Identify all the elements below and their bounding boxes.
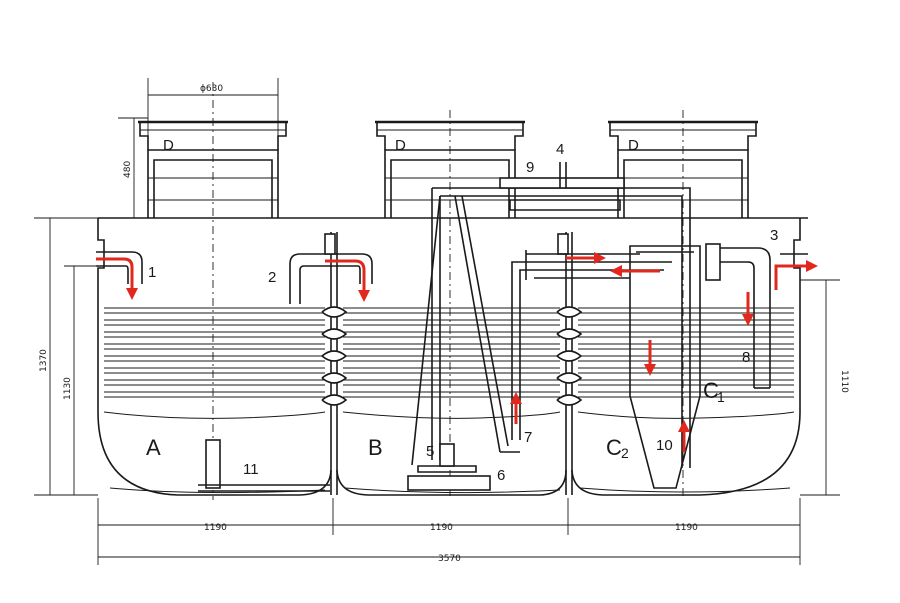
partition-bump: [556, 350, 583, 362]
dim-width-b: 1190: [430, 523, 453, 533]
chamber-label-c1: C: [703, 378, 719, 403]
partition-bump: [556, 328, 583, 340]
settler-cone: [629, 245, 701, 489]
blower-housing: [499, 162, 625, 211]
partition-bump: [321, 328, 348, 340]
partition-bumps: [321, 306, 583, 406]
dim-width-c: 1190: [675, 523, 698, 533]
callout-5: 5: [426, 443, 434, 460]
callout-8: 8: [742, 349, 750, 366]
dim-width-a: 1190: [204, 523, 227, 533]
transfer-pipe-ab: [289, 233, 569, 304]
callout-3: 3: [770, 227, 778, 244]
lid-label-left: D: [163, 137, 174, 154]
tank-body: [97, 217, 808, 496]
inlet-pipe: [96, 251, 143, 284]
partition-bump: [321, 372, 348, 384]
lid-label-middle: D: [395, 137, 406, 154]
dim-inlet-height: 1130: [63, 377, 73, 400]
chamber-label-c2-sub: 2: [621, 445, 629, 461]
dimension-lines: [34, 78, 840, 565]
airlift-tower: [411, 187, 691, 468]
dim-neck-diameter: ϕ630: [200, 84, 223, 94]
partition-bump: [556, 372, 583, 384]
dim-total-height: 1370: [39, 349, 49, 372]
partition-bump: [556, 306, 583, 318]
callout-1: 1: [148, 264, 156, 281]
chamber-label-c1-sub: 1: [717, 389, 725, 405]
sludge-pipe: [198, 439, 330, 492]
partition-bump: [321, 350, 348, 362]
callout-4: 4: [556, 141, 564, 158]
callout-9: 9: [526, 159, 534, 176]
callout-2: 2: [268, 269, 276, 286]
partition-bump: [321, 306, 348, 318]
chamber-label-a: A: [146, 435, 161, 460]
dim-total-length: 3570: [438, 554, 461, 564]
pipe-7: [511, 250, 672, 440]
tank-ribs: [104, 307, 794, 398]
callout-11: 11: [243, 461, 259, 478]
callout-10: 10: [656, 437, 673, 454]
diffuser-plate: [407, 443, 491, 491]
flow-arrows: [96, 252, 818, 452]
outlet-pipe: [705, 243, 808, 389]
partition-bump: [556, 394, 583, 406]
callout-7: 7: [524, 429, 532, 446]
chamber-label-b: B: [368, 435, 383, 460]
dim-neck-height: 480: [123, 161, 133, 178]
lid-label-right: D: [628, 137, 639, 154]
partition-bump: [321, 394, 348, 406]
chamber-label-c2: C: [606, 435, 622, 460]
callout-6: 6: [497, 467, 505, 484]
dim-outlet-height: 1110: [839, 370, 849, 393]
